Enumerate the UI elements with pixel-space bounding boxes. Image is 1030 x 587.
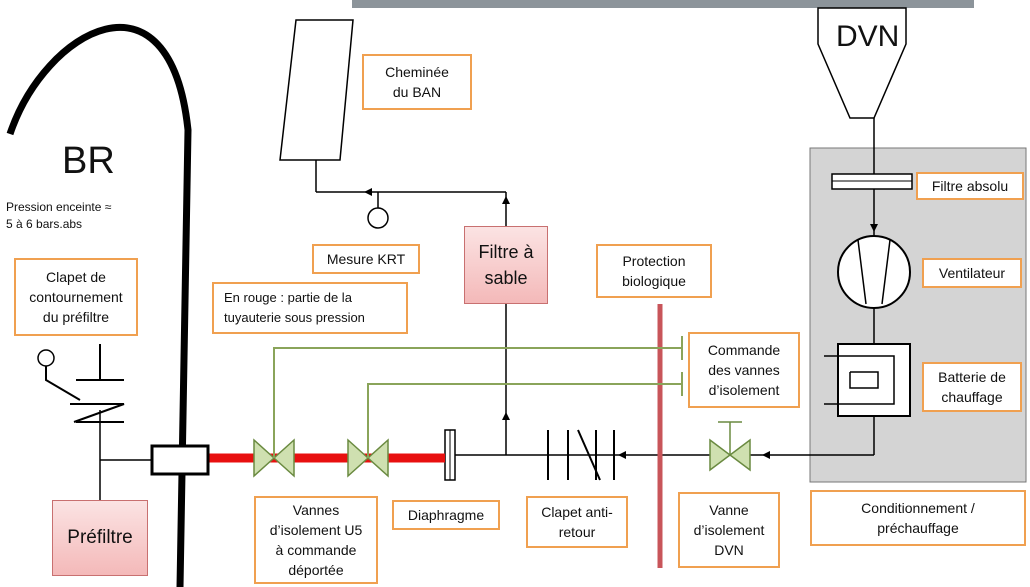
- br-title: BR: [62, 140, 115, 182]
- dvn-title: DVN: [836, 20, 900, 53]
- u5-valves-label: Vannes d’isolement U5 à commande déporté…: [254, 496, 378, 584]
- absolute-filter-label: Filtre absolu: [916, 172, 1024, 200]
- u5-valve-2-icon: [347, 438, 370, 478]
- fan-icon: [837, 235, 911, 309]
- fan-label: Ventilateur: [922, 258, 1022, 288]
- pressure-note: Pression enceinte ≈ 5 à 6 bars.abs: [6, 200, 112, 231]
- protection-label: Protection biologique: [596, 244, 712, 298]
- control-label: Commande des vannes d’isolement: [688, 332, 800, 408]
- control-line-1: [273, 347, 682, 458]
- krt-label: Mesure KRT: [312, 244, 420, 274]
- krt-sensor-icon: [367, 207, 389, 229]
- control-line-2: [367, 383, 682, 458]
- bypass-valve-icon: [37, 349, 55, 367]
- diaphragm-label: Diaphragme: [392, 500, 500, 530]
- u5-valve-1-icon: [253, 438, 276, 478]
- dvn-valve-label: Vanne d’isolement DVN: [678, 492, 780, 568]
- sand-filter-box: Filtre à sable: [464, 226, 548, 304]
- heating-label: Batterie de chauffage: [922, 362, 1022, 412]
- heating-coil-icon: [837, 343, 911, 417]
- chimney-shape: [279, 19, 354, 161]
- prefilter-box: Préfiltre: [52, 500, 148, 576]
- br-enclosure-wall: [6, 23, 192, 587]
- chimney-label: Cheminée du BAN: [362, 54, 472, 110]
- pressurized-note: En rouge : partie de la tuyauterie sous …: [212, 282, 408, 334]
- bypass-label: Clapet de contournement du préfiltre: [14, 258, 138, 336]
- dvn-valve-icon: [709, 438, 732, 472]
- wall-penetration-icon: [150, 444, 210, 476]
- check-valve-label: Clapet anti- retour: [526, 496, 628, 548]
- check-valve-icon: [567, 429, 601, 481]
- conditioning-label: Conditionnement / préchauffage: [810, 490, 1026, 546]
- top-photo-strip: [352, 0, 974, 8]
- conditioning-area: [809, 147, 1027, 483]
